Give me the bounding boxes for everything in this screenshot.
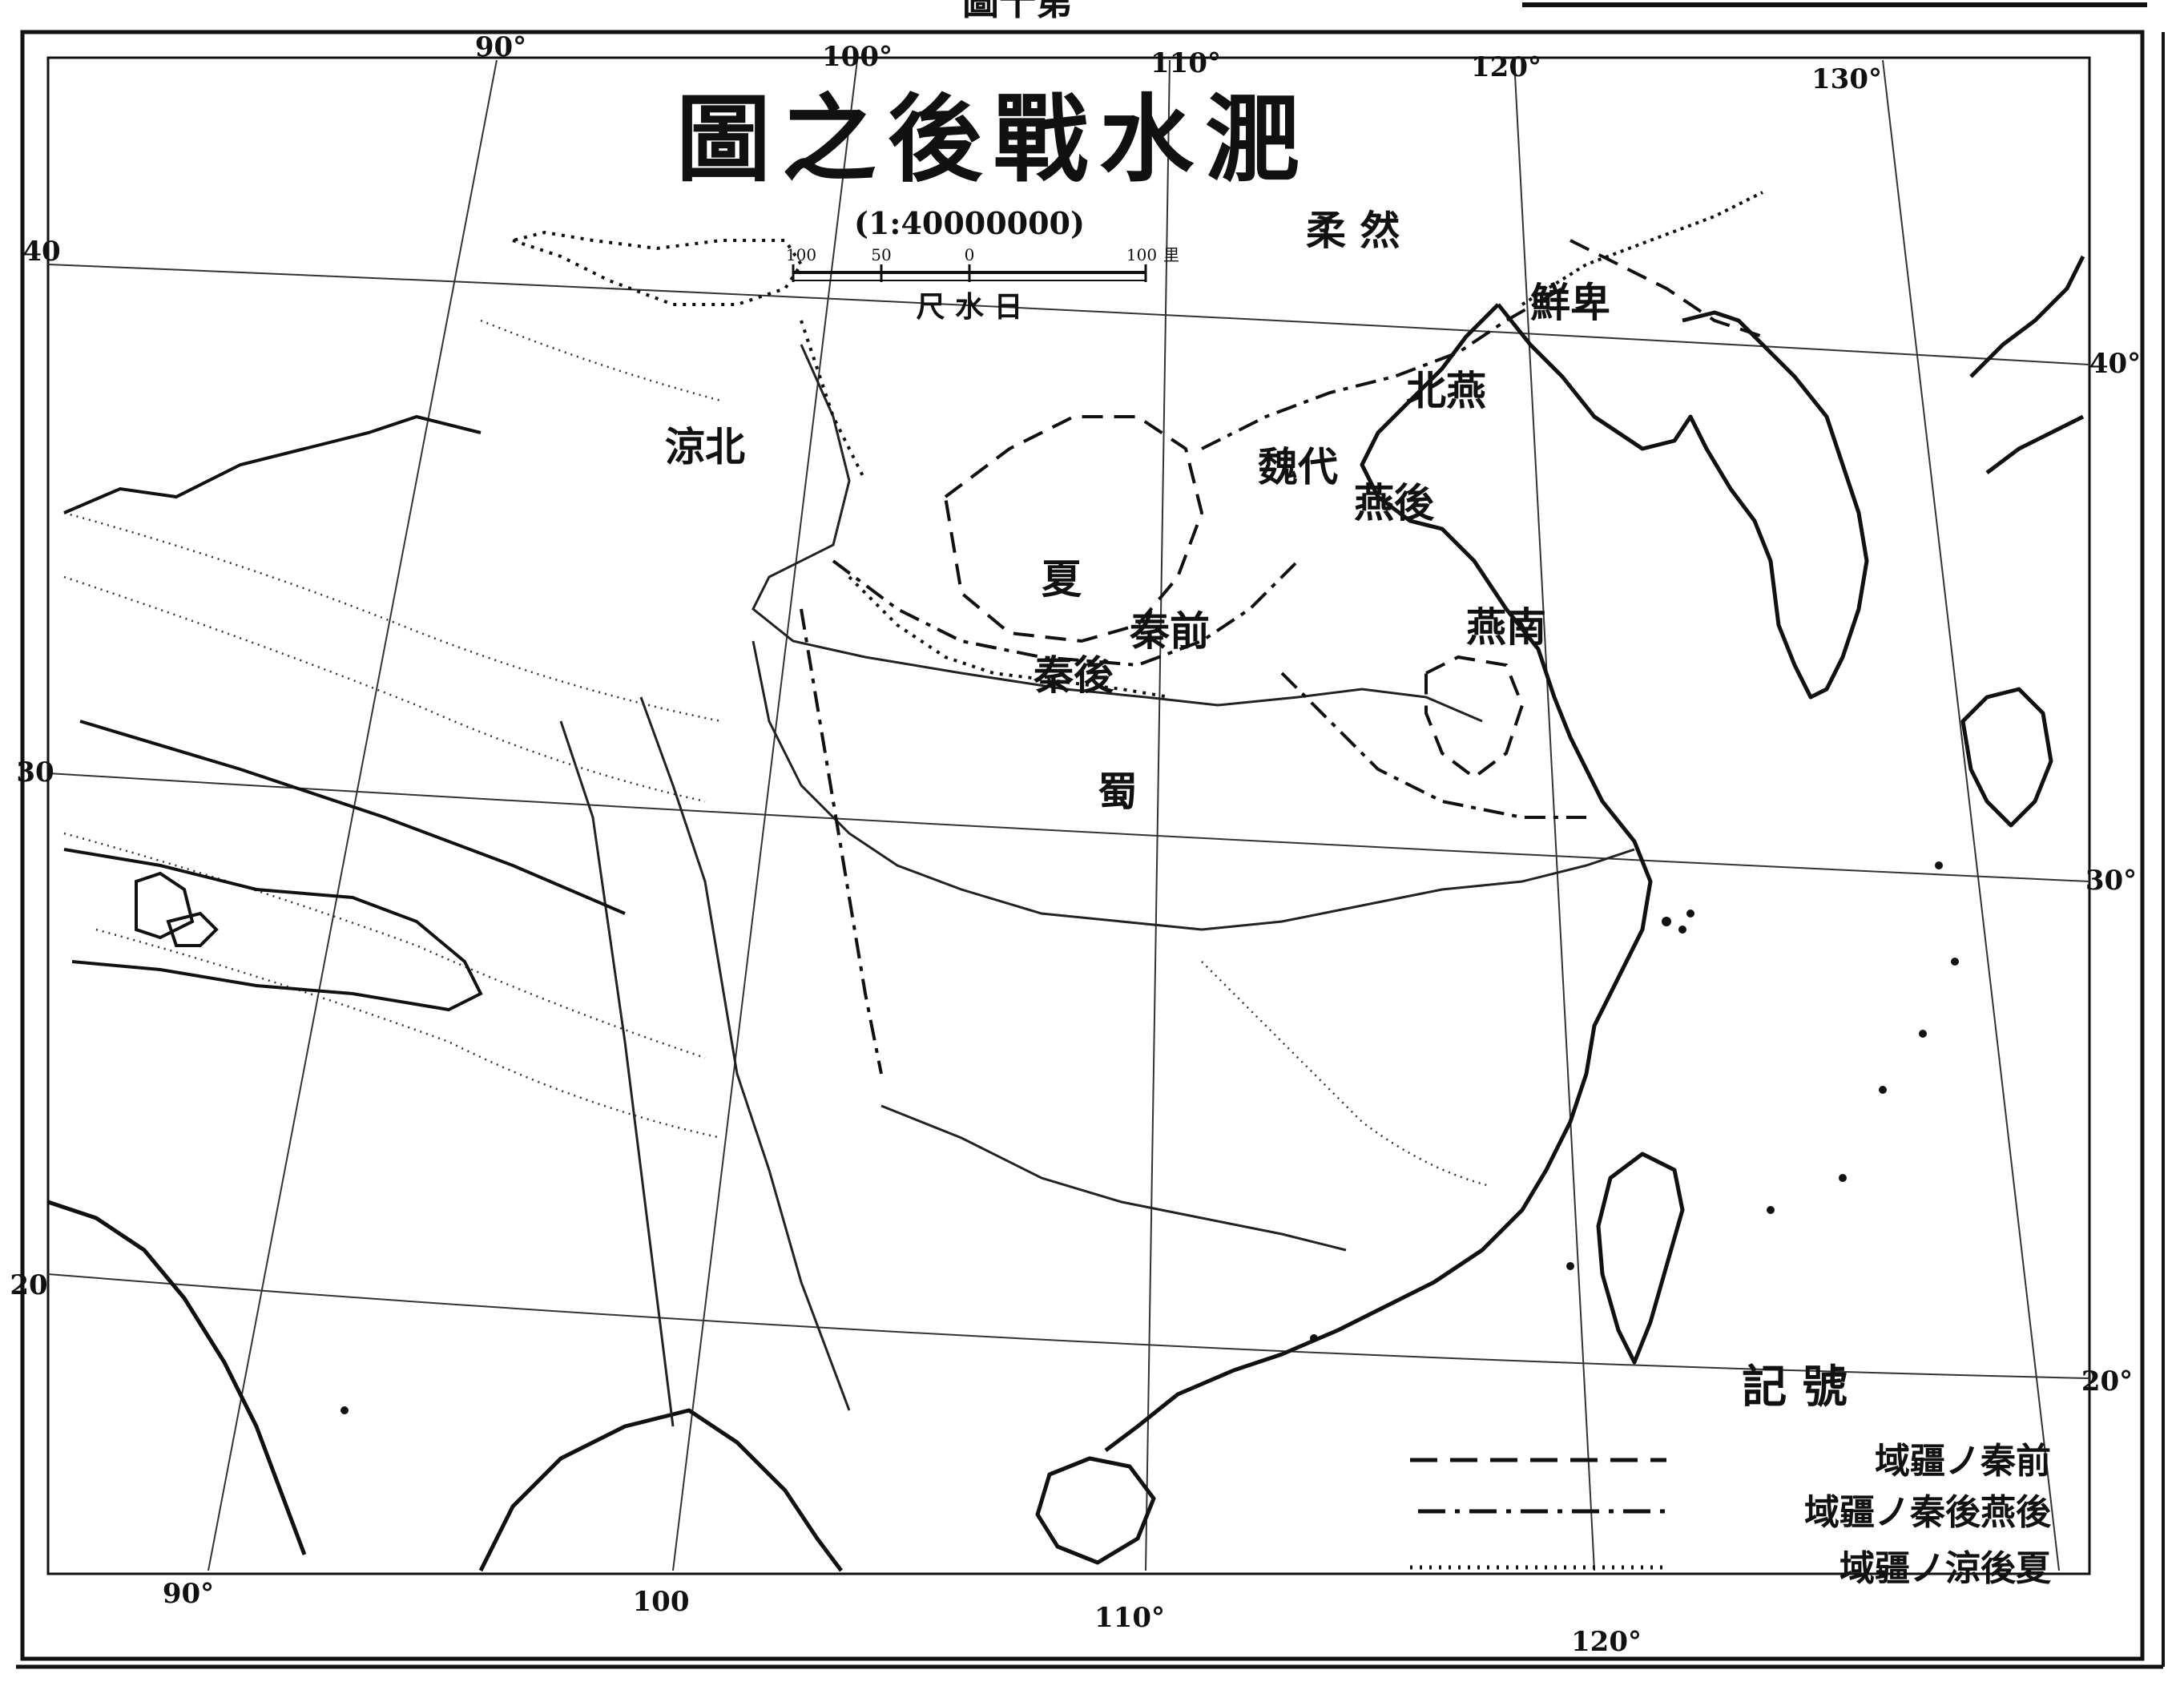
grid-bottom-2: 110° <box>1094 1602 1165 1634</box>
state-label-rouran: 柔 然 <box>1306 207 1400 254</box>
coastlines <box>47 255 2085 1572</box>
southwest-coast <box>47 1200 843 1572</box>
parallel-30 <box>47 772 2090 882</box>
meridian-90 <box>208 59 498 1571</box>
state-label-houqin: 秦後 <box>1034 651 1114 699</box>
china-coast <box>1104 303 1653 1452</box>
mountain-contours <box>63 319 1491 1188</box>
grid-right-1: 30° <box>2085 865 2137 897</box>
parallel-40 <box>47 264 2090 365</box>
pearl-river <box>880 1104 1347 1252</box>
map-outer-frame <box>20 30 2145 1661</box>
grid-labels: 90° 100° 110° 120° 130° 90° 100 110° 120… <box>10 31 2141 1658</box>
korea-coast <box>1497 303 1869 700</box>
xia-boundary <box>943 415 1204 643</box>
meridian-120 <box>1513 59 1595 1571</box>
japan-coast <box>1960 255 2085 828</box>
yellow-river <box>752 344 1483 723</box>
mountain-ranges <box>63 414 626 1012</box>
houyan-boundary <box>1201 287 1563 450</box>
grid-bottom-3: 120° <box>1571 1626 1642 1658</box>
small-islands <box>340 861 1959 1414</box>
grid-top-1: 100° <box>822 41 893 73</box>
scale-caption: 尺 水 日 <box>916 290 1022 324</box>
hainan-island <box>1035 1456 1156 1565</box>
grid-right-2: 20° <box>2081 1365 2133 1398</box>
grid-top-2: 110° <box>1150 47 1221 79</box>
scale-tick-1: 100 <box>786 245 816 264</box>
meridian-110 <box>1145 59 1171 1571</box>
beiliang-boundary <box>506 230 867 482</box>
state-label-qianqin: 秦前 <box>1130 607 1210 655</box>
graticule <box>47 59 2090 1571</box>
state-label-xia: 夏 <box>1042 555 1082 603</box>
scale-ratio: (1:40000000) <box>854 205 1085 241</box>
grid-right-0: 40° <box>2089 348 2141 380</box>
grid-left-1: 30 <box>16 756 54 789</box>
page-header: 圖十第 <box>962 0 1073 23</box>
scale-unit: 里 <box>1163 245 1179 264</box>
grid-top-4: 130° <box>1811 63 1882 95</box>
scale-tick-2: 50 <box>871 245 891 264</box>
legend-label-0: 域疆ノ秦前 <box>1875 1441 2051 1482</box>
grid-top-0: 90° <box>475 31 526 63</box>
grid-left-0: 40 <box>22 236 60 268</box>
shu-boundary <box>800 608 883 1075</box>
legend-label-2: 域疆ノ涼後夏 <box>1839 1548 2052 1589</box>
grid-top-3: 120° <box>1471 51 1541 83</box>
state-label-beiliang: 涼北 <box>665 423 745 470</box>
state-label-nanyan: 燕南 <box>1466 603 1546 651</box>
scale-tick-3: 0 <box>965 245 975 264</box>
map-inner-frame <box>46 56 2091 1575</box>
yangtze-river <box>752 640 1635 931</box>
rivers <box>559 344 1635 1427</box>
parallel-20 <box>47 1273 2090 1379</box>
grid-left-2: 20 <box>10 1269 47 1301</box>
state-label-shu: 蜀 <box>1098 768 1138 815</box>
mekong-river <box>639 696 851 1411</box>
west-lakes <box>135 871 219 947</box>
scale-tick-4: 100 <box>1126 245 1157 264</box>
map-title: 圖之後戰水淝 <box>676 83 1311 195</box>
state-label-daiwei: 魏代 <box>1258 443 1338 490</box>
houqin-boundary <box>832 559 1300 668</box>
political-boundaries <box>506 191 1763 1075</box>
state-label-beiyan: 北燕 <box>1406 367 1486 414</box>
state-label-houyan: 燕後 <box>1354 479 1435 526</box>
grid-bottom-0: 90° <box>163 1578 214 1610</box>
nanyan-boundary <box>1424 655 1525 780</box>
state-label-xianbei: 鮮卑 <box>1530 279 1610 326</box>
legend-label-1: 域疆ノ秦後燕後 <box>1804 1492 2052 1533</box>
state-labels: 柔 然 鮮卑 北燕 涼北 魏代 燕後 夏 秦前 秦後 燕南 蜀 <box>665 207 1610 815</box>
scale-bar: 100 50 0 100 里 尺 水 日 <box>786 245 1179 324</box>
salween-river <box>559 720 675 1427</box>
legend: 記 號 域疆ノ秦前 域疆ノ秦後燕後 域疆ノ涼後夏 <box>1410 1361 2052 1589</box>
grid-bottom-1: 100 <box>633 1586 690 1618</box>
himalaya-ridge <box>63 848 483 1012</box>
meridian-130 <box>1882 59 2060 1571</box>
taiwan-island <box>1596 1152 1685 1365</box>
legend-heading: 記 號 <box>1742 1361 1848 1414</box>
